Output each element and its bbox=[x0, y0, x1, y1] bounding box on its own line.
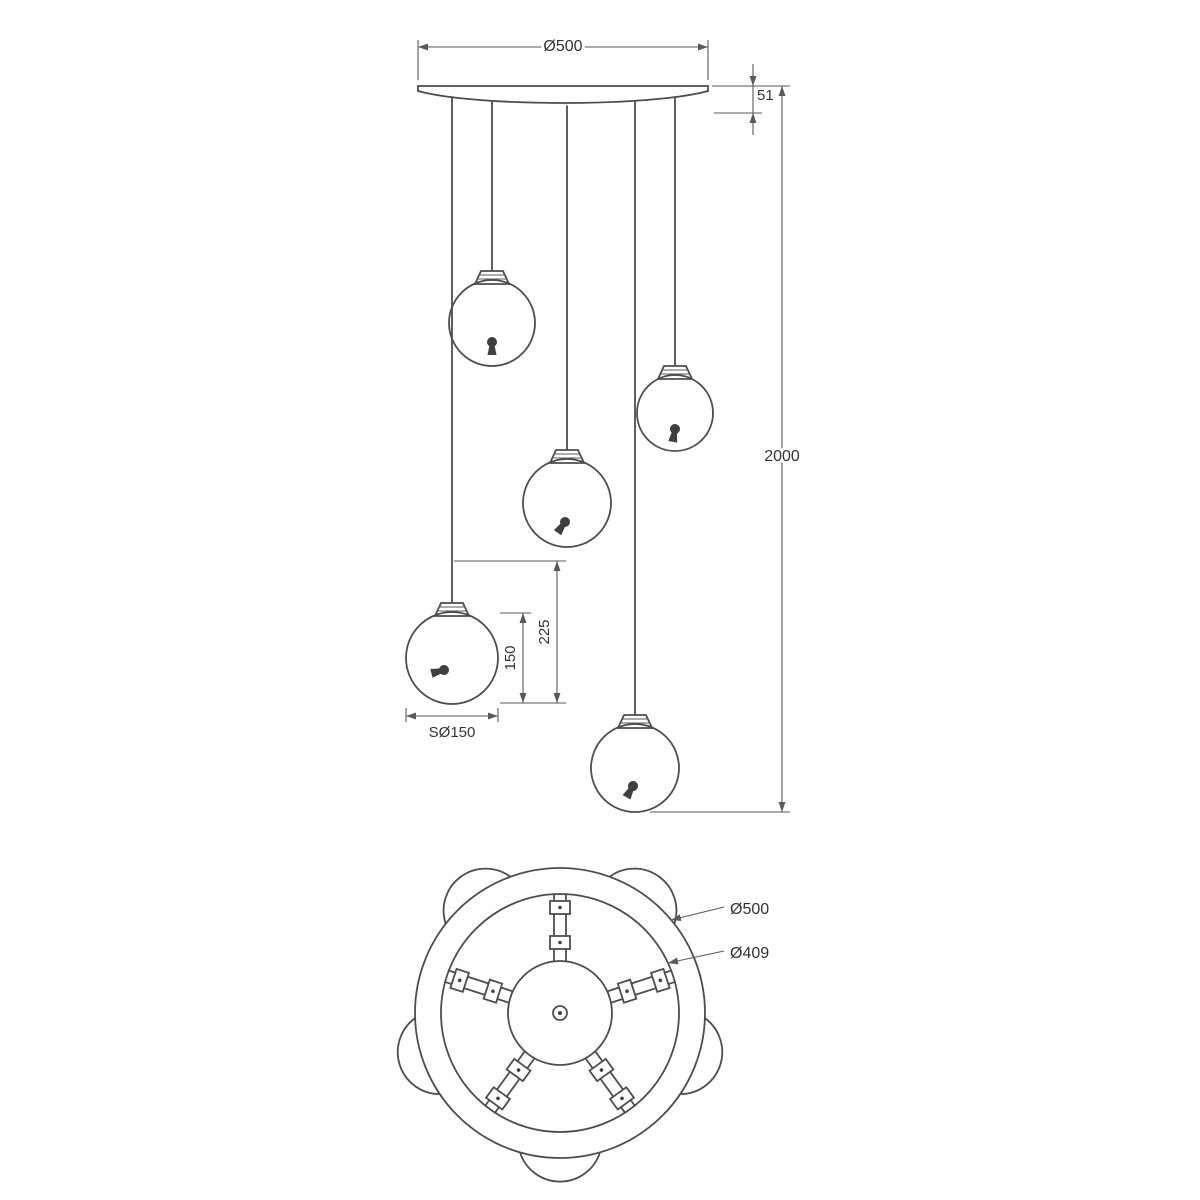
dim-label-suspension-height: 225 bbox=[536, 619, 553, 644]
leader-line bbox=[667, 950, 725, 965]
dim-label-canopy-thickness: 51 bbox=[757, 87, 774, 104]
dimension-sphere-diameter: SØ150 bbox=[405, 708, 499, 744]
inner-circle bbox=[440, 893, 680, 1133]
dim-label-bottom-inner-diameter: Ø409 bbox=[730, 945, 769, 962]
sphere-outline bbox=[590, 723, 680, 813]
dimension-total-height: 2000 bbox=[650, 85, 803, 813]
sphere-bump bbox=[519, 1151, 601, 1183]
socket-mark bbox=[487, 337, 497, 355]
sphere-outline bbox=[448, 279, 536, 367]
dimension-canopy-diameter: Ø500 bbox=[417, 35, 709, 80]
sphere-outline bbox=[522, 458, 612, 548]
socket-mark bbox=[430, 665, 449, 678]
glass-sphere-2 bbox=[636, 365, 714, 452]
hub-circle bbox=[507, 960, 613, 1066]
sphere-bump bbox=[442, 867, 512, 925]
dimension-sphere-height: 150 bbox=[499, 612, 531, 703]
front-view: Ø500 51 2000 225 150 bbox=[405, 35, 803, 813]
spoke-arm-5 bbox=[444, 967, 514, 1004]
spoke-arm-2 bbox=[606, 967, 676, 1004]
dim-label-total-height: 2000 bbox=[764, 448, 800, 465]
spoke-arms bbox=[444, 893, 676, 1114]
glass-sphere-3 bbox=[522, 449, 612, 548]
socket-mark bbox=[553, 517, 570, 536]
canopy-outline bbox=[417, 85, 709, 104]
dim-label-sphere-diameter: SØ150 bbox=[429, 724, 476, 741]
sphere-bump bbox=[679, 1017, 724, 1095]
bottom-view: Ø500 Ø409 bbox=[396, 867, 772, 1183]
socket-mark bbox=[622, 781, 638, 800]
dim-label-sphere-height: 150 bbox=[502, 645, 519, 670]
dimension-canopy-thickness: 51 bbox=[714, 64, 777, 135]
socket-mark bbox=[668, 424, 680, 443]
glass-sphere-1 bbox=[448, 270, 536, 367]
sphere-outline bbox=[636, 374, 714, 452]
canopy bbox=[417, 85, 709, 104]
dimension-suspension-height: 225 bbox=[454, 560, 566, 704]
center-hole bbox=[552, 1005, 568, 1021]
spoke-arm-4 bbox=[484, 1050, 536, 1114]
leader-outer-diameter: Ø500 bbox=[670, 898, 772, 922]
dim-label-canopy-diameter: Ø500 bbox=[543, 38, 582, 55]
leader-line bbox=[670, 906, 725, 922]
spoke-arm-3 bbox=[584, 1050, 636, 1114]
hub bbox=[507, 960, 613, 1066]
glass-sphere-5 bbox=[590, 714, 680, 813]
center-dot bbox=[558, 1011, 562, 1015]
glass-sphere-4 bbox=[405, 602, 499, 705]
sphere-bump bbox=[396, 1017, 441, 1095]
leader-inner-diameter: Ø409 bbox=[667, 942, 772, 965]
sphere-bump bbox=[608, 867, 678, 925]
spoke-arm-1 bbox=[549, 893, 571, 962]
pendant-cords bbox=[451, 96, 676, 716]
sphere-bumps bbox=[396, 867, 724, 1183]
dim-label-bottom-outer-diameter: Ø500 bbox=[730, 901, 769, 918]
sphere-outline bbox=[405, 611, 499, 705]
